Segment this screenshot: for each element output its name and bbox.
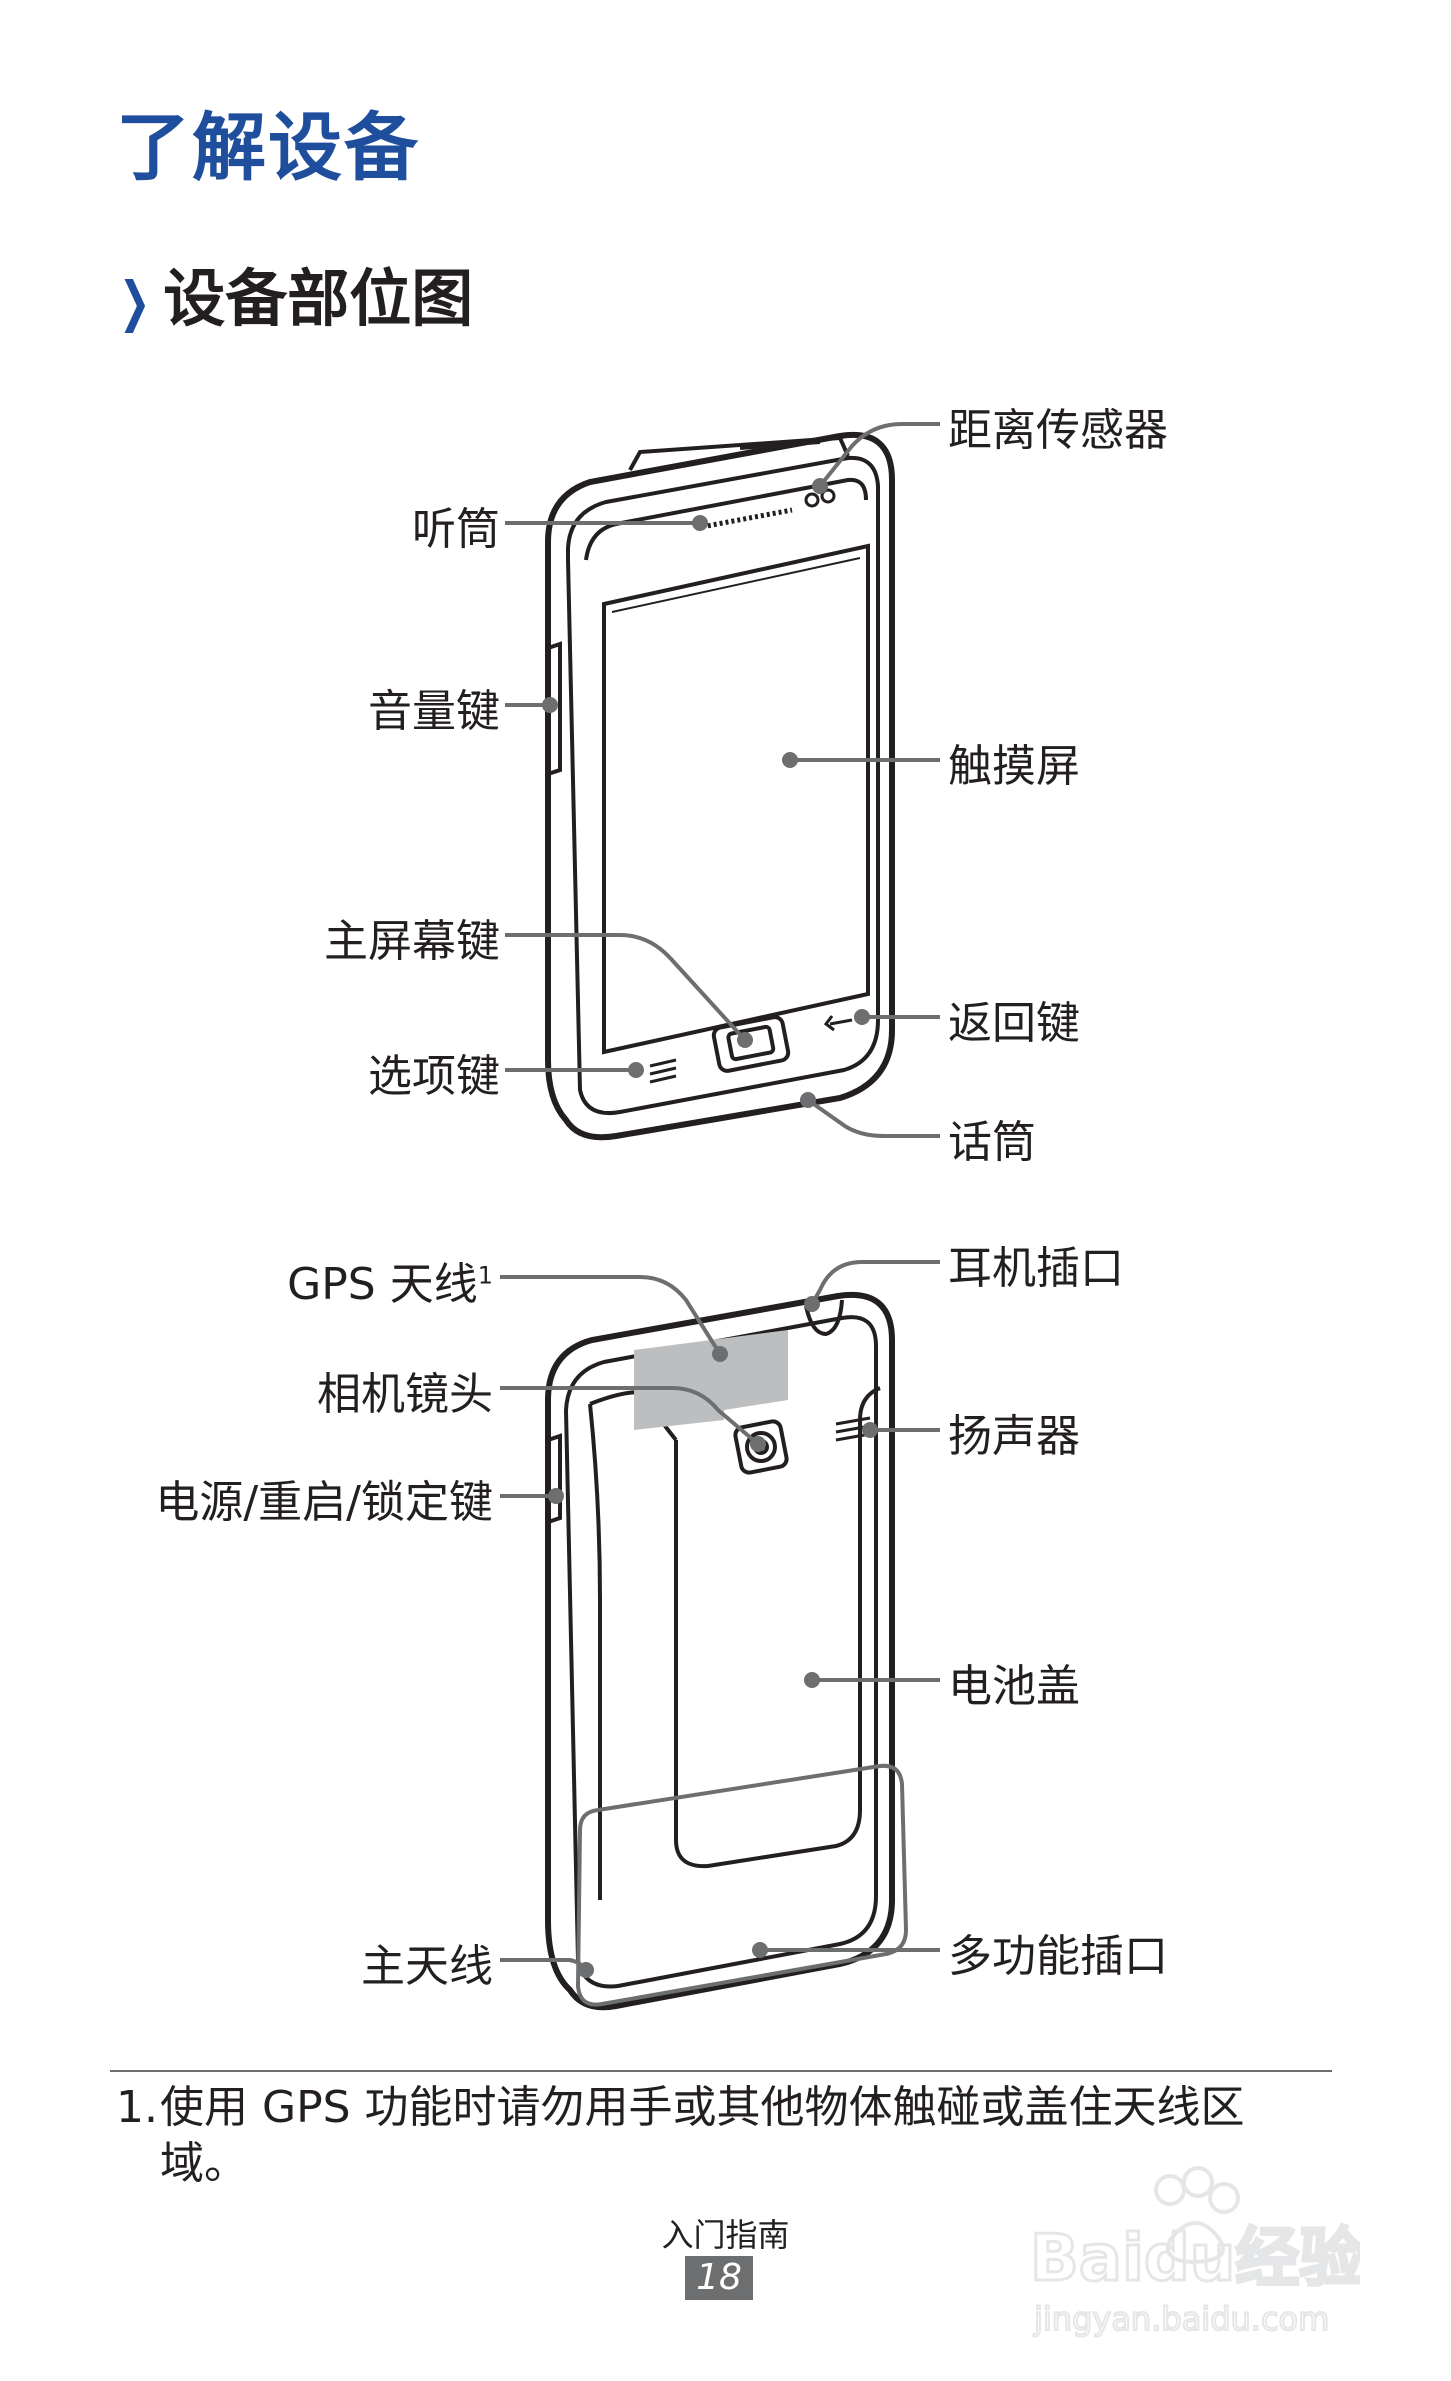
page-title: 了解设备 xyxy=(116,105,420,191)
back-phone-illustration xyxy=(545,1292,895,2011)
page-number: 18 xyxy=(685,2256,753,2300)
front-leader-dots xyxy=(542,478,870,1108)
label-battery-cover: 电池盖 xyxy=(948,1661,1080,1712)
chevron-right-icon: ❯ xyxy=(118,270,151,333)
label-power-key: 电源/重启/锁定键 xyxy=(155,1477,493,1528)
label-mouthpiece: 话筒 xyxy=(948,1117,1036,1168)
label-headset-jack: 耳机插口 xyxy=(948,1243,1124,1294)
watermark-url: jingyan.baidu.com xyxy=(1033,2300,1329,2338)
section-heading: ❯设备部位图 xyxy=(112,248,473,338)
label-home-key: 主屏幕键 xyxy=(324,916,500,967)
label-camera-lens: 相机镜头 xyxy=(317,1369,493,1420)
gps-antenna-text: GPS 天线 xyxy=(287,1259,478,1310)
label-back-key: 返回键 xyxy=(948,998,1080,1049)
label-volume-key: 音量键 xyxy=(368,686,500,737)
label-menu-key: 选项键 xyxy=(368,1051,500,1102)
baidu-watermark: Baidu经验 jingyan.baidu.com xyxy=(1029,2166,1360,2339)
footnote-marker: 1 xyxy=(477,1261,493,1290)
watermark-brand: Baidu经验 xyxy=(1030,2222,1360,2296)
label-receiver: 听筒 xyxy=(412,504,500,555)
footnote-divider xyxy=(110,2070,1332,2072)
footnote-text: 使用 GPS 功能时请勿用手或其他物体触碰或盖住天线区域。 xyxy=(160,2082,1245,2189)
main-antenna-outline xyxy=(575,1763,909,2007)
back-leader-dots xyxy=(548,1296,878,1978)
back-leader-lines xyxy=(500,1260,940,1972)
front-phone-illustration xyxy=(545,432,895,1141)
footer-chapter: 入门指南 xyxy=(661,2216,790,2254)
label-speaker: 扬声器 xyxy=(948,1411,1080,1462)
label-touch-screen: 触摸屏 xyxy=(948,741,1080,792)
footnote-number: 1. xyxy=(116,2082,158,2133)
label-main-antenna: 主天线 xyxy=(361,1941,493,1992)
label-multifunction-jack: 多功能插口 xyxy=(948,1931,1168,1982)
front-leader-lines xyxy=(505,422,940,1138)
section-title: 设备部位图 xyxy=(163,262,474,335)
gps-antenna-area xyxy=(634,1330,788,1430)
label-proximity-sensor: 距离传感器 xyxy=(948,405,1168,456)
label-gps-antenna: GPS 天线1 xyxy=(287,1248,493,1312)
